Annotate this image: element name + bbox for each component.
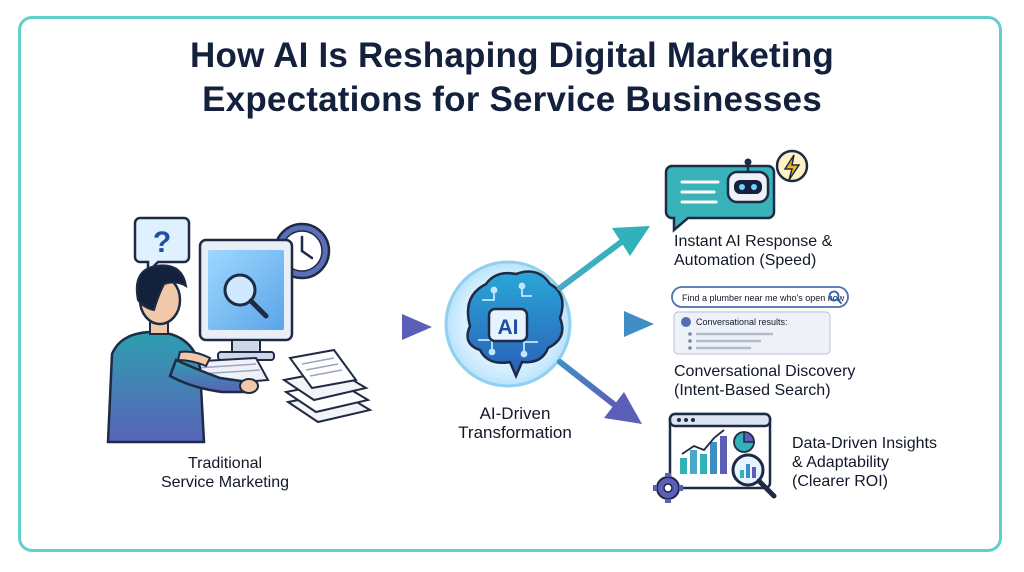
instant-label-line-2: Automation (Speed) <box>674 252 817 269</box>
robot-icon <box>726 158 770 204</box>
search-icon <box>828 290 842 304</box>
avatar-icon <box>681 317 691 327</box>
arrow-to-ai <box>327 314 432 340</box>
arrow-to-conversational-discovery <box>571 311 654 337</box>
traditional-marketing-label: Traditional Service Marketing <box>130 454 320 492</box>
title-line-1: How AI Is Reshaping Digital Marketing <box>190 36 834 75</box>
question-bubble-icon: ? <box>133 216 191 276</box>
pie-chart-icon <box>733 431 755 453</box>
instant-response-label: Instant AI Response & Automation (Speed) <box>674 232 832 270</box>
conversational-search-illustration: Find a plumber near me who's open now Co… <box>671 286 849 355</box>
data-insights-label: Data-Driven Insights & Adaptability (Cle… <box>792 434 937 491</box>
results-heading: Conversational results: <box>696 317 788 327</box>
conversational-discovery-label: Conversational Discovery (Intent-Based S… <box>674 362 855 400</box>
gear-icon <box>653 473 683 503</box>
analytics-dashboard-illustration <box>653 412 777 503</box>
conversational-label-line-1: Conversational Discovery <box>674 363 856 380</box>
ai-chip <box>487 307 529 343</box>
lightning-bubble-icon <box>775 149 809 183</box>
arrow-to-instant-response <box>557 226 650 291</box>
traditional-label-line-1: Traditional <box>187 455 263 472</box>
question-mark: ? <box>153 226 171 259</box>
conversational-label-line-2: (Intent-Based Search) <box>674 382 831 399</box>
document-stack-icon <box>281 348 373 424</box>
search-input <box>671 286 849 308</box>
ai-brain-illustration: AI <box>444 260 572 388</box>
data-label-line-2: & Adaptability <box>792 454 889 471</box>
person-figure <box>106 264 259 444</box>
arrow-to-data-insights <box>557 359 642 424</box>
bar-chart-icon <box>680 429 727 474</box>
ai-label-line-2: Transformation <box>458 423 572 442</box>
traditional-label-line-2: Service Marketing <box>160 474 290 491</box>
circuit-lines <box>478 282 538 358</box>
ai-label-line-1: AI-Driven <box>479 404 551 423</box>
data-label-line-3: (Clearer ROI) <box>792 473 889 490</box>
data-label-line-1: Data-Driven Insights <box>792 435 937 452</box>
page-title: How AI Is Reshaping Digital Marketing Ex… <box>0 34 1024 122</box>
title-line-2: Expectations for Service Businesses <box>202 80 822 119</box>
search-query-text: Find a plumber near me who's open now <box>682 293 845 303</box>
magnifier-chart-icon <box>731 453 777 499</box>
computer-monitor <box>198 238 294 361</box>
ai-transformation-label: AI-Driven Transformation <box>420 404 610 442</box>
traditional-marketing-illustration: ? <box>106 216 373 444</box>
instant-label-line-1: Instant AI Response & <box>674 233 833 250</box>
magnifier-icon <box>223 273 269 319</box>
chatbot-illustration <box>664 149 809 233</box>
ai-badge-text: AI <box>498 316 519 339</box>
